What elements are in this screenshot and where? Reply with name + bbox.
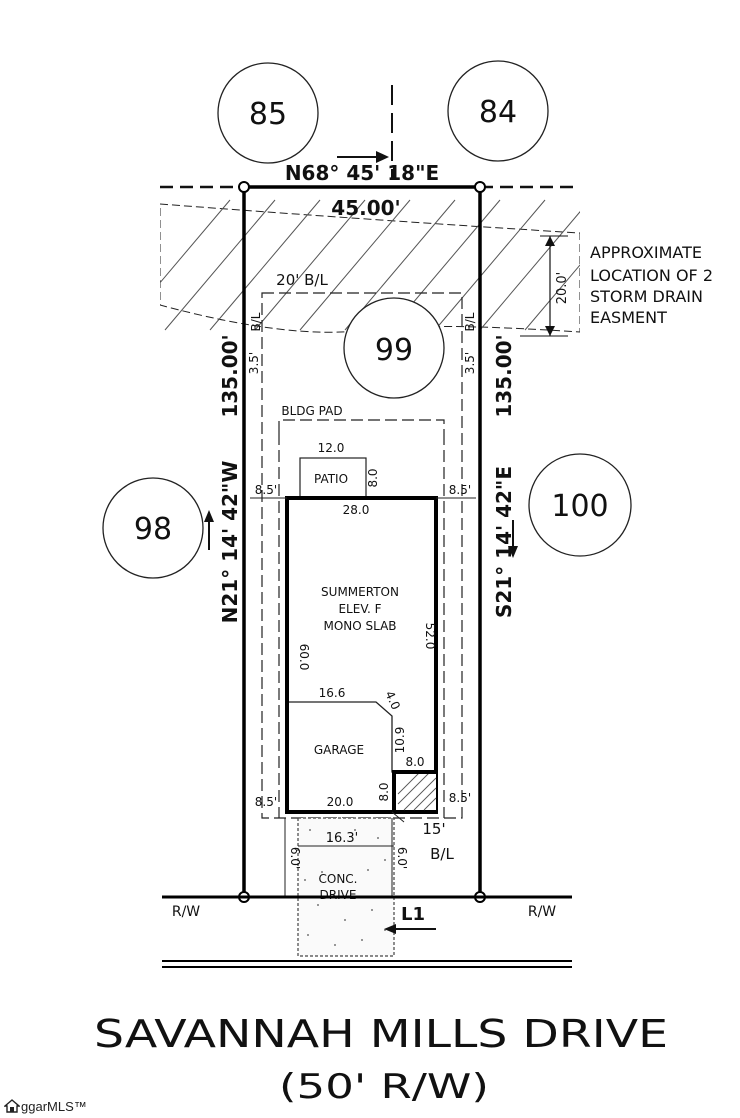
easement-note-line-3: STORM DRAIN xyxy=(590,287,703,306)
easement-width-label: 20.0' xyxy=(555,272,570,305)
offset-right-top-label: 8.5' xyxy=(449,483,471,497)
l1-arrow-head xyxy=(384,924,396,934)
drive-label-line-1: CONC. xyxy=(319,872,358,886)
interior-4-label: 4.0 xyxy=(382,689,403,712)
offset-right-bottom-label: 8.5' xyxy=(449,791,471,805)
house-depth-left-label: 60.0 xyxy=(297,644,311,671)
curve-l1-label: L1 xyxy=(401,904,425,925)
lot-84-circle xyxy=(447,60,549,162)
lot-100-label: 100 xyxy=(551,489,608,524)
drive-right-dim-label: 6.0' xyxy=(395,847,409,869)
interior-8a-label: 8.0 xyxy=(405,755,424,769)
row-left-label: R/W xyxy=(172,904,200,920)
mls-watermark-text: ggarMLS™ xyxy=(21,1098,87,1114)
lot-85-circle xyxy=(217,62,319,164)
house-depth-right-label: 52.0 xyxy=(423,623,437,650)
easement-dim-arrow-up xyxy=(545,236,555,246)
house-name-line-1: SUMMERTON xyxy=(321,585,399,599)
side-setback-left-label: 3.5' xyxy=(247,352,261,374)
corner-pin-ne xyxy=(474,181,486,193)
easement-note-line-1: APPROXIMATE xyxy=(590,243,702,262)
easement-note-line-4: EASMENT xyxy=(590,308,667,327)
patio-depth-label: 8.0 xyxy=(366,468,380,487)
north-bearing-label: N68° 45' 18"E xyxy=(285,161,439,185)
lot-98-label: 98 xyxy=(134,512,172,547)
house-name-line-2: ELEV. F xyxy=(338,602,381,616)
drive-width-label: 16.3' xyxy=(326,831,359,846)
bldg-pad-line xyxy=(278,419,445,818)
drive-label-line-2: DRIVE xyxy=(320,888,357,902)
patio-label: PATIO xyxy=(314,472,348,486)
interior-109-label: 10.9 xyxy=(393,727,407,754)
west-distance-label: 135.00' xyxy=(218,334,242,417)
garage-notch-hatch xyxy=(398,772,436,810)
north-distance-label: 45.00' xyxy=(331,196,400,220)
north-arrow-head xyxy=(376,151,389,163)
bl-left-mark: B/L xyxy=(249,312,263,331)
interior-16-label: 16.6 xyxy=(319,686,346,700)
lot-99-label: 99 xyxy=(375,333,413,368)
house-name-line-3: MONO SLAB xyxy=(323,619,396,633)
garage-wall-line xyxy=(289,701,400,773)
easement-hatch-region xyxy=(160,203,580,333)
east-distance-label: 135.00' xyxy=(492,334,516,417)
lot-85-label: 85 xyxy=(249,97,287,132)
lot-98-circle xyxy=(102,477,204,579)
garage-notch-outline xyxy=(392,770,436,812)
lot-99-circle xyxy=(343,297,445,399)
rear-setback-label: 20' B/L xyxy=(276,271,328,289)
easement-hatch-lines xyxy=(160,199,580,331)
lot-84-label: 84 xyxy=(479,95,517,130)
house-logo-icon xyxy=(4,1099,20,1113)
side-setback-right-label: 3.5' xyxy=(463,352,477,374)
easement-note-line-2: LOCATION OF 2 xyxy=(590,266,713,285)
front-setback-dim xyxy=(391,811,405,823)
concrete-drive xyxy=(297,817,395,957)
west-bearing-arrow-head xyxy=(204,510,214,522)
garage-label: GARAGE xyxy=(314,743,364,757)
offset-left-bottom-label: 8.5' xyxy=(255,795,277,809)
easement-dim-arrow-down xyxy=(545,326,555,336)
row-right-label: R/W xyxy=(528,904,556,920)
house-front-width-label: 20.0 xyxy=(327,795,354,809)
bl-right-mark: B/L xyxy=(463,312,477,331)
street-row-width: (50' R/W) xyxy=(279,1067,489,1107)
patio-width-label: 12.0 xyxy=(318,441,345,455)
west-bearing-label: N21° 14' 42"W xyxy=(218,461,242,624)
concrete-speckle xyxy=(304,829,386,946)
east-bearing-arrow-head xyxy=(508,546,518,558)
house-footprint xyxy=(285,496,438,814)
house-rear-width-label: 28.0 xyxy=(343,503,370,517)
drive-left-dim-label: 6.0' xyxy=(288,847,302,869)
street-name: SAVANNAH MILLS DRIVE xyxy=(94,1012,668,1056)
setback-line xyxy=(261,292,463,819)
garage-notch-hatch-lines xyxy=(397,771,437,811)
front-setback-label: 15' xyxy=(422,820,445,838)
lot-100-circle xyxy=(528,453,632,557)
offset-left-top-label: 8.5' xyxy=(255,483,277,497)
bldg-pad-label: BLDG PAD xyxy=(281,404,342,418)
mls-watermark: ggarMLS™ xyxy=(4,1098,87,1114)
interior-8b-label: 8.0 xyxy=(377,782,391,801)
front-setback-bl-label: B/L xyxy=(430,845,454,863)
corner-pin-nw xyxy=(238,181,250,193)
